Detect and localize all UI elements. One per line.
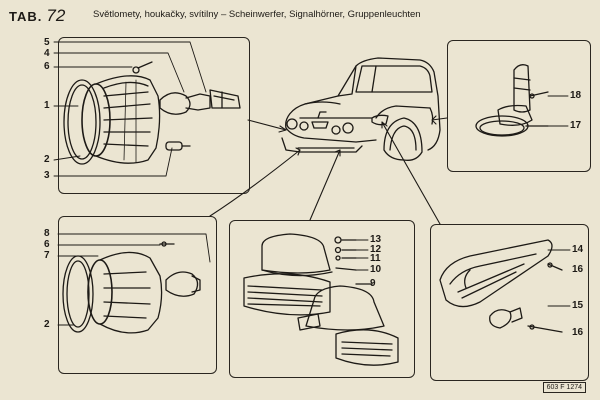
part-label-12: 12 <box>370 244 382 255</box>
part-label-18: 18 <box>570 90 582 101</box>
page-title: Světlomety, houkačky, svítilny – Scheinw… <box>93 9 421 20</box>
part-label-10: 10 <box>370 264 382 275</box>
header: TAB.72 <box>9 6 65 26</box>
part-label-16: 16 <box>572 264 584 275</box>
part-label-1: 1 <box>44 100 50 111</box>
panel-front-headlamp <box>58 37 250 194</box>
part-label-4: 4 <box>44 48 50 59</box>
panel-indicator-lamp <box>430 224 589 381</box>
part-label-17: 17 <box>570 120 582 131</box>
panel-horns <box>229 220 415 378</box>
part-label-2b: 2 <box>44 319 50 330</box>
panel-side-lamp <box>447 40 591 172</box>
panel-fog-lamp <box>58 216 217 374</box>
part-label-5: 5 <box>44 37 50 48</box>
part-label-7: 7 <box>44 250 50 261</box>
drawing-code: 603 F 1274 <box>542 382 586 393</box>
part-label-11: 11 <box>370 253 381 264</box>
part-label-8: 8 <box>44 228 50 239</box>
part-label-6b: 6 <box>44 239 50 250</box>
part-label-2: 2 <box>44 154 50 165</box>
part-label-9: 9 <box>370 278 376 289</box>
leader-arrows <box>209 115 448 225</box>
part-label-14: 14 <box>572 244 584 255</box>
tab-number: 72 <box>46 6 66 25</box>
part-label-16b: 16 <box>572 327 584 338</box>
side-lamp-assembly <box>475 64 549 137</box>
headlamp-assembly <box>63 61 241 165</box>
part-label-6: 6 <box>44 61 50 72</box>
part-label-13: 13 <box>370 234 382 245</box>
tab-label: TAB. <box>9 9 43 24</box>
label-leaders <box>53 41 571 326</box>
part-label-15: 15 <box>572 300 584 311</box>
indicator-lamp-assembly <box>439 239 563 333</box>
car-illustration <box>281 57 441 161</box>
part-label-3: 3 <box>44 170 50 181</box>
